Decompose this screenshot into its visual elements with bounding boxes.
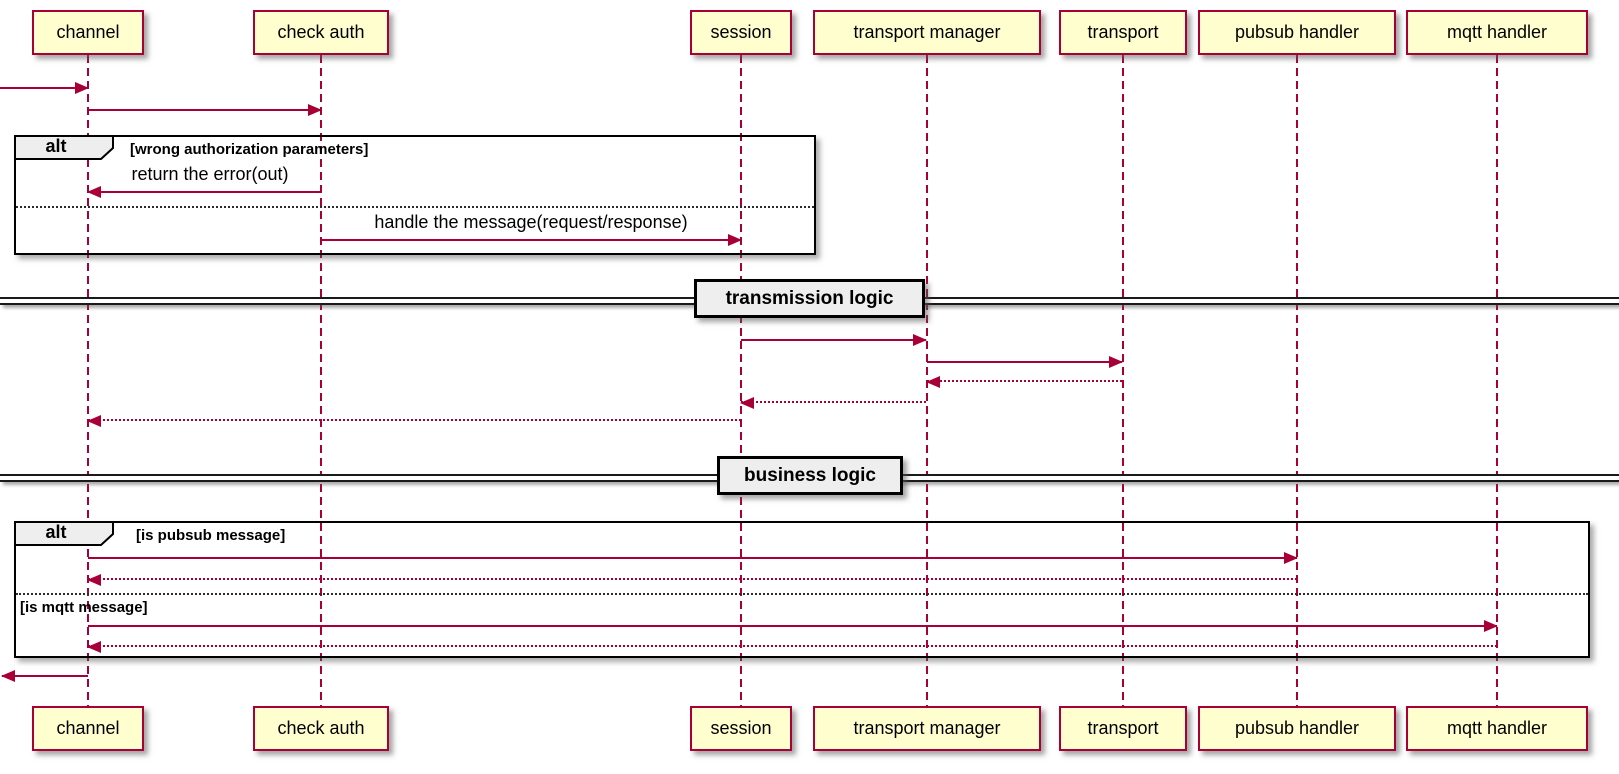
participant-label: session bbox=[710, 718, 772, 738]
participant-channel-bottom: channel bbox=[32, 706, 144, 751]
alt-pentagon-icon bbox=[14, 521, 114, 546]
message-arrow-channel-out bbox=[1, 670, 88, 682]
arrow-line bbox=[88, 625, 1497, 627]
participant-label: check auth bbox=[277, 718, 365, 738]
arrow-line bbox=[741, 401, 926, 403]
participant-transport-manager-top: transport manager bbox=[813, 10, 1041, 55]
message-arrow-return-error bbox=[87, 186, 321, 198]
arrowhead-right-icon bbox=[728, 234, 742, 246]
lifeline-pubsub-handler bbox=[1296, 55, 1298, 706]
participant-transport-manager-bottom: transport manager bbox=[813, 706, 1041, 751]
arrowhead-left-icon bbox=[87, 574, 101, 586]
message-arrow-channel-to-check-auth bbox=[88, 104, 322, 116]
arrow-line bbox=[927, 361, 1122, 363]
message-arrow-tmanager-return bbox=[740, 397, 926, 409]
participant-label: transport bbox=[1087, 718, 1159, 738]
participant-check-auth-top: check auth bbox=[253, 10, 389, 55]
participant-check-auth-bottom: check auth bbox=[253, 706, 389, 751]
message-arrow-channel-to-pubsub bbox=[88, 552, 1298, 564]
arrowhead-left-icon bbox=[87, 641, 101, 653]
participant-session-bottom: session bbox=[690, 706, 792, 751]
arrowhead-right-icon bbox=[75, 82, 89, 94]
alt-pentagon-icon bbox=[14, 135, 114, 160]
arrow-line bbox=[88, 578, 1297, 580]
divider-text: transmission logic bbox=[725, 287, 894, 309]
message-arrow-channel-to-mqtt bbox=[88, 620, 1498, 632]
participant-label: mqtt handler bbox=[1446, 718, 1548, 738]
alt-operator-label: alt bbox=[45, 136, 67, 156]
alt-frame-authorization: alt [wrong authorization parameters] bbox=[14, 135, 816, 255]
arrow-line bbox=[741, 339, 926, 341]
participant-label: check auth bbox=[277, 22, 365, 42]
divider-text: business logic bbox=[744, 464, 876, 486]
message-label-handle-message: handle the message(request/response) bbox=[374, 212, 688, 232]
participant-session-top: session bbox=[690, 10, 792, 55]
arrowhead-right-icon bbox=[308, 104, 322, 116]
divider-label-transmission: transmission logic bbox=[694, 279, 925, 318]
guard-is-mqtt-message: [is mqtt message] bbox=[20, 599, 148, 616]
participant-pubsub-handler-top: pubsub handler bbox=[1198, 10, 1396, 55]
participant-label: channel bbox=[56, 718, 120, 738]
message-arrow-session-to-tmanager bbox=[741, 334, 927, 346]
arrowhead-left-icon bbox=[87, 415, 101, 427]
arrow-line bbox=[88, 191, 321, 193]
message-arrow-in-to-channel bbox=[0, 82, 89, 94]
lifeline-transport bbox=[1122, 55, 1124, 706]
participant-mqtt-handler-top: mqtt handler bbox=[1406, 10, 1588, 55]
arrow-line bbox=[927, 380, 1122, 382]
arrowhead-right-icon bbox=[1109, 356, 1123, 368]
alt-else-separator bbox=[16, 206, 814, 208]
guard-wrong-authorization: [wrong authorization parameters] bbox=[130, 141, 369, 158]
participant-channel-top: channel bbox=[32, 10, 144, 55]
alt-frame-dispatch: alt [is pubsub message] [is mqtt message… bbox=[14, 521, 1590, 658]
message-label-return-error: return the error(out) bbox=[131, 164, 289, 184]
message-arrow-transport-return bbox=[926, 376, 1122, 388]
guard-is-pubsub-message: [is pubsub message] bbox=[136, 527, 286, 544]
participant-label: session bbox=[710, 22, 772, 42]
lifeline-channel bbox=[87, 55, 89, 706]
participant-label: mqtt handler bbox=[1446, 22, 1548, 42]
divider-label-business: business logic bbox=[717, 456, 903, 495]
participant-label: channel bbox=[56, 22, 120, 42]
alt-operator-label: alt bbox=[45, 522, 67, 542]
arrow-line bbox=[88, 109, 321, 111]
alt-operator-tab: alt bbox=[14, 135, 114, 160]
arrow-line bbox=[321, 239, 741, 241]
participant-mqtt-handler-bottom: mqtt handler bbox=[1406, 706, 1588, 751]
message-arrow-session-return-to-channel bbox=[87, 415, 741, 427]
participant-pubsub-handler-bottom: pubsub handler bbox=[1198, 706, 1396, 751]
participant-label: pubsub handler bbox=[1234, 718, 1360, 738]
participant-label: transport manager bbox=[853, 22, 1001, 42]
participant-label: pubsub handler bbox=[1234, 22, 1360, 42]
arrow-line bbox=[88, 645, 1497, 647]
arrowhead-left-icon bbox=[87, 186, 101, 198]
participant-transport-bottom: transport bbox=[1059, 706, 1187, 751]
arrow-line bbox=[0, 87, 88, 89]
arrowhead-left-icon bbox=[1, 670, 15, 682]
lifeline-mqtt-handler bbox=[1496, 55, 1498, 706]
message-arrow-tmanager-to-transport bbox=[927, 356, 1123, 368]
arrow-line bbox=[88, 419, 741, 421]
lifeline-check-auth bbox=[320, 55, 322, 706]
arrow-line bbox=[2, 675, 88, 677]
message-arrow-pubsub-return bbox=[87, 574, 1297, 586]
arrowhead-right-icon bbox=[1284, 552, 1298, 564]
alt-else-separator bbox=[16, 593, 1588, 595]
lifeline-session bbox=[740, 55, 742, 706]
participant-label: transport bbox=[1087, 22, 1159, 42]
arrowhead-right-icon bbox=[913, 334, 927, 346]
arrowhead-left-icon bbox=[926, 376, 940, 388]
arrow-line bbox=[88, 557, 1297, 559]
arrowhead-left-icon bbox=[740, 397, 754, 409]
participant-transport-top: transport bbox=[1059, 10, 1187, 55]
message-arrow-handle-message bbox=[321, 234, 742, 246]
participant-label: transport manager bbox=[853, 718, 1001, 738]
arrowhead-right-icon bbox=[1484, 620, 1498, 632]
message-arrow-mqtt-return bbox=[87, 641, 1497, 653]
alt-operator-tab: alt bbox=[14, 521, 114, 546]
